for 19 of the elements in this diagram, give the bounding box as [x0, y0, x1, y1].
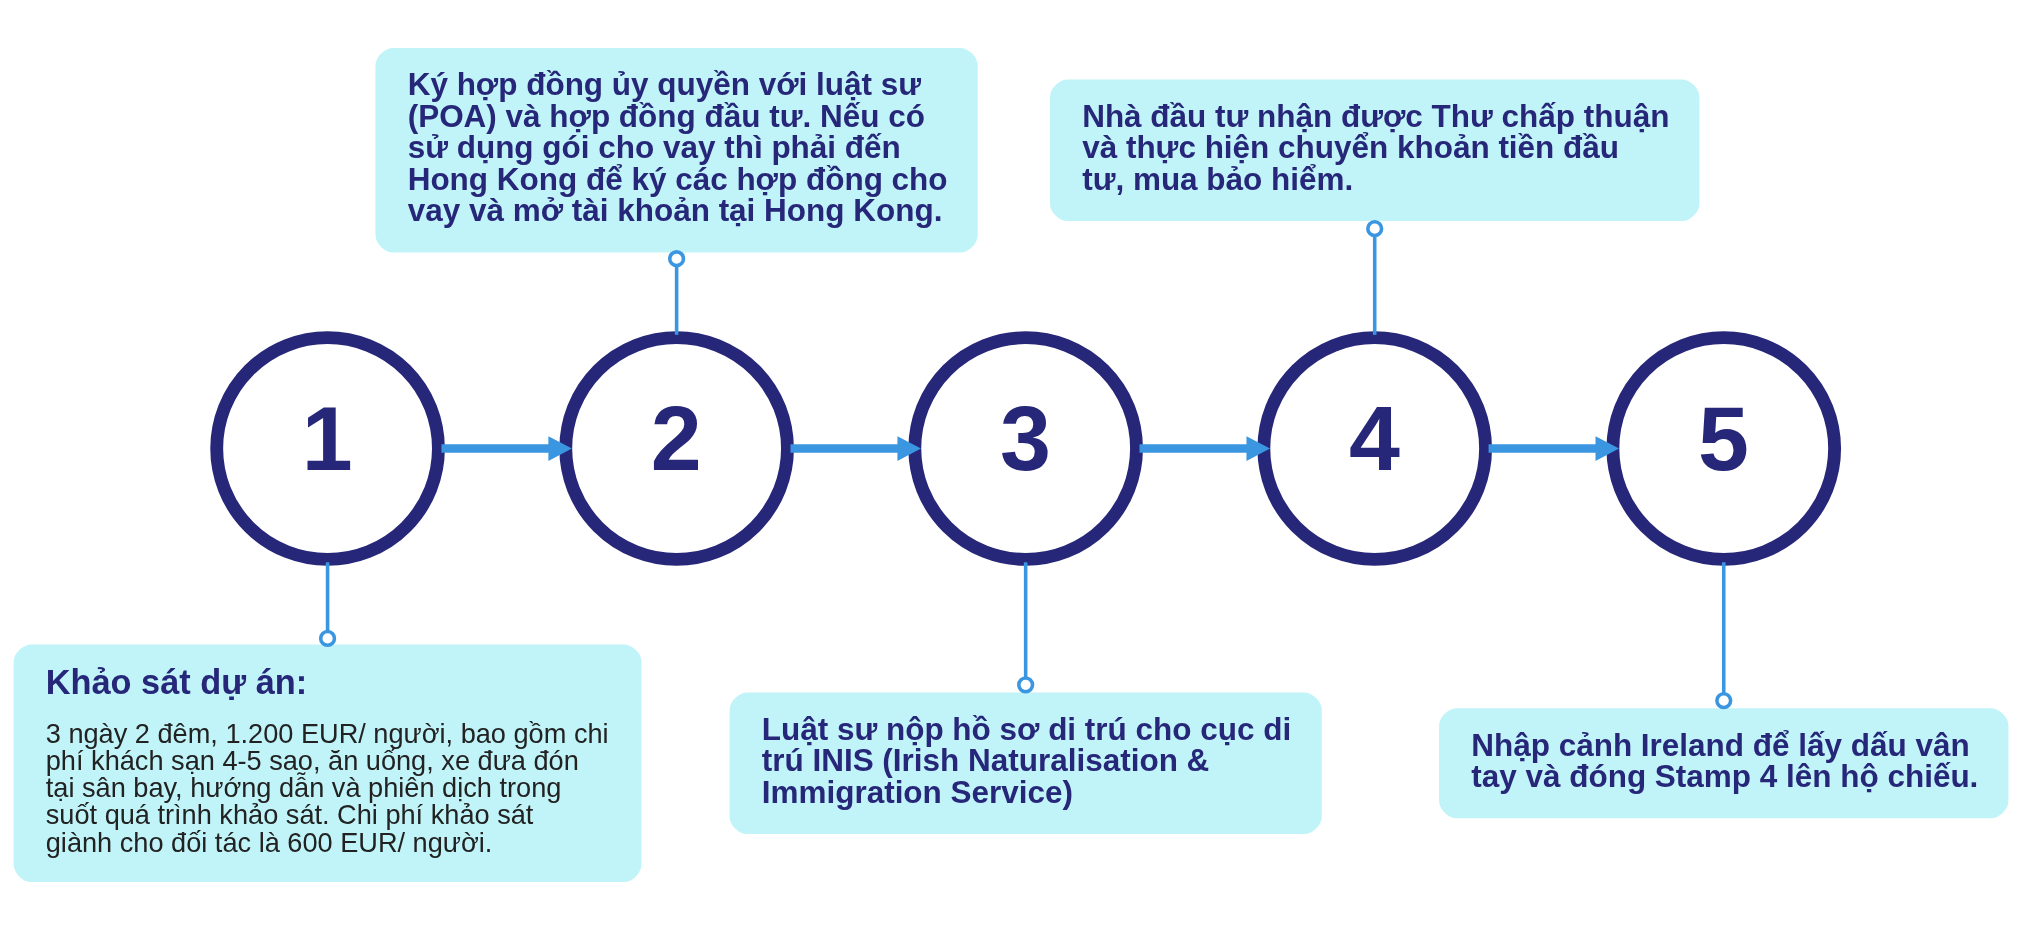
arrow [1139, 436, 1270, 461]
connector [1366, 220, 1384, 335]
connector [667, 250, 686, 335]
arrow [1488, 436, 1620, 461]
node-box: Khảo sát dự án: 3 ngày 2 đêm, 1.200 EUR/ người, bao gồm chi phí khách sạn 4-5 sao, ăn uống, xe đưa đón tại sân bay, hướng dẫn và phiên dịch trong suốt quá trình khảo sát. Chi phí khảo sát giành cho đối tác là 600 EUR/ người. [13, 644, 642, 882]
node-circle: 3 [908, 331, 1143, 566]
node-box: Luật sư nộp hồ sơ di trú cho cục di trú INIS (Irish Naturalisation & Immigration Service) [729, 692, 1322, 835]
connector [318, 562, 337, 648]
node-circle: 4 [1257, 331, 1492, 566]
arrow [441, 436, 572, 461]
node-box: Ký hợp đồng ủy quyền với luật sư (POA) và hợp đồng đầu tư. Nếu có sử dụng gói cho vay thì phải đến Hong Kong để ký các hợp đồng cho vay và mở tài khoản tại Hong Kong. [375, 48, 978, 253]
connector [1017, 562, 1035, 694]
node-circle: 2 [559, 331, 794, 566]
node-box: Nhập cảnh Ireland để lấy dấu vân tay và đóng Stamp 4 lên hộ chiếu. [1439, 708, 2009, 819]
node-circle: 5 [1606, 331, 1842, 566]
connector [1715, 562, 1733, 710]
node-box: Nhà đầu tư nhận được Thư chấp thuận và thực hiện chuyển khoản tiền đầu tư, mua bảo hiểm. [1050, 79, 1700, 222]
node-circle: 1 [210, 331, 445, 566]
arrow [790, 436, 921, 461]
